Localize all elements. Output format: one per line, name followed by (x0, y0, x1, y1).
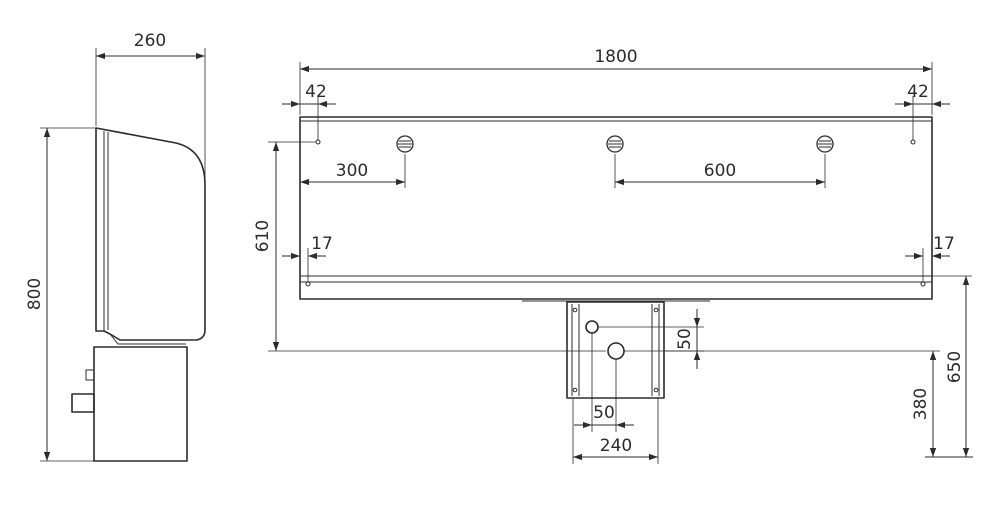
dim-610-label: 610 (253, 220, 273, 252)
dim-380-label: 380 (911, 388, 931, 420)
front-panel (299, 116, 933, 300)
dim-800-label: 800 (25, 278, 45, 310)
side-outlet-pipe (71, 393, 95, 413)
dim-42-right-label: 42 (907, 82, 929, 102)
front-view: 1800 42 42 300 600 610 17 (253, 47, 973, 464)
dim-50-horizontal-label: 50 (593, 403, 615, 423)
dim-17-left-label: 17 (311, 234, 333, 254)
dim-260-label: 260 (134, 31, 166, 51)
dim-17-right-label: 17 (933, 234, 955, 254)
dim-42-left-label: 42 (305, 82, 327, 102)
front-bracket (566, 301, 665, 399)
bracket-hole-large (607, 342, 625, 360)
dim-240-label: 240 (600, 436, 632, 456)
nozzle-center (606, 135, 624, 153)
dim-50-vertical-label: 50 (675, 328, 695, 350)
dim-1800-label: 1800 (594, 47, 637, 67)
dim-300-label: 300 (336, 161, 368, 181)
dim-600-label: 600 (704, 161, 736, 181)
bracket-hole-small (585, 320, 599, 334)
nozzle-left (396, 135, 414, 153)
side-housing (93, 346, 188, 462)
side-view: 260 800 (25, 31, 206, 462)
dim-650-label: 650 (945, 351, 965, 383)
nozzle-right (816, 135, 834, 153)
side-trough-outline (95, 127, 206, 341)
